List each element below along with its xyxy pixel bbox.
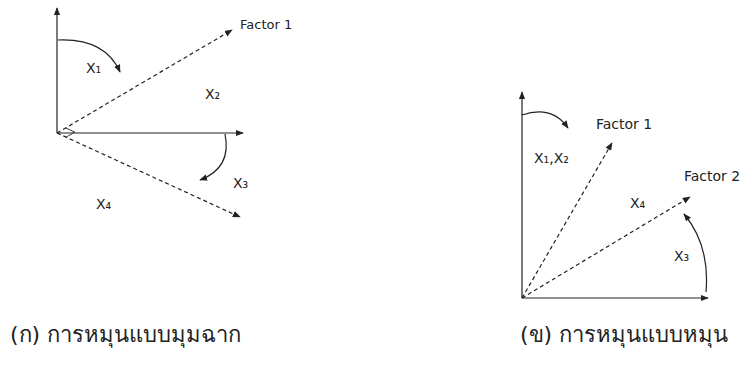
vertical-axis [56, 8, 57, 133]
horizontal-axis [522, 297, 708, 298]
variable-label: X₃ [674, 248, 689, 265]
factor-axis [57, 133, 240, 217]
vertical-axis [521, 92, 522, 298]
panel-caption: (ข) การหมุนแบบหมุน [520, 322, 728, 348]
rotation-arrow [200, 134, 226, 180]
variable-label: X₃ [233, 175, 248, 192]
variable-label: X₄ [630, 195, 645, 212]
variable-label: X₁ [86, 60, 101, 77]
horizontal-axis [57, 132, 243, 133]
variable-label: X₄ [96, 196, 111, 213]
factor-axis [57, 30, 232, 133]
oblique-panel [522, 92, 708, 298]
factor-label: Factor 1 [596, 116, 652, 133]
panel-caption: (ก) การหมุนแบบมุมฉาก [10, 322, 241, 348]
factor-axis [522, 143, 612, 298]
variable-label: X₂ [205, 86, 220, 103]
factor-label: Factor 2 [684, 168, 740, 185]
factor-label: Factor 1 [240, 17, 292, 33]
right-angle-mark [66, 128, 75, 137]
factor-axis [522, 197, 690, 298]
variable-label: X₁,X₂ [534, 150, 569, 167]
orthogonal-panel [57, 8, 243, 217]
rotation-arrow [522, 112, 568, 128]
